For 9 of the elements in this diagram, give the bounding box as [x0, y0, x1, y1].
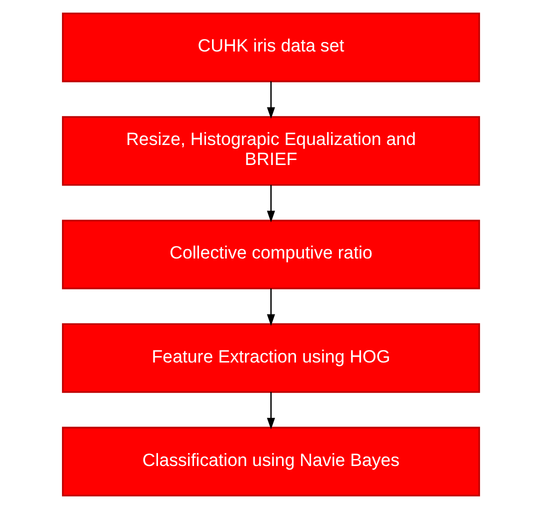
- node-box: Feature Extraction using HOG: [62, 322, 480, 392]
- node-box: CUHK iris data set: [62, 12, 480, 82]
- node-box: Classification using Navie Bayes: [62, 426, 480, 496]
- arrow: [266, 392, 276, 429]
- node-box: Resize, Histograpic Equalization and BRIEF: [62, 116, 480, 186]
- arrow: [266, 288, 276, 326]
- arrow: [266, 80, 276, 118]
- arrow: [266, 184, 276, 222]
- node-box: Collective computive ratio: [62, 219, 480, 289]
